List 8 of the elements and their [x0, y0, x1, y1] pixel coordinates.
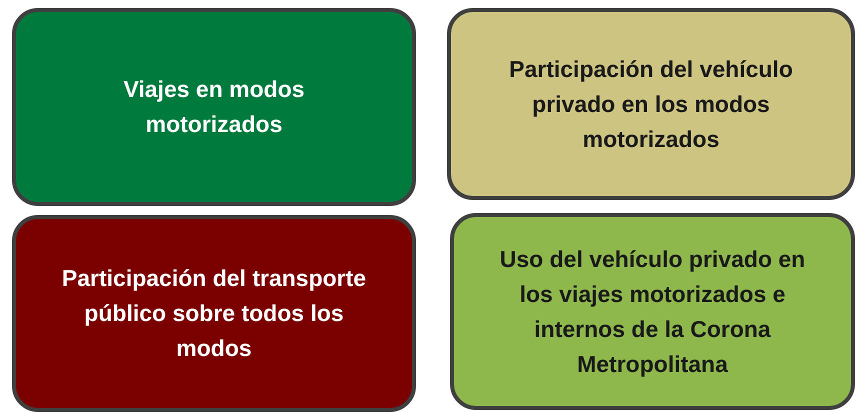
box-text: Uso del vehículo privado en los viajes motorizados e internos de la Corona Metropolitana [498, 244, 806, 379]
rounded-box [12, 215, 416, 412]
rounded-box [450, 213, 855, 410]
rounded-box [447, 8, 855, 200]
rounded-box [12, 8, 416, 206]
box-text: Participación del vehículo privado en los modos motorizados [508, 54, 794, 154]
box-text: Participación del transporte público sobre todos los modos [60, 264, 368, 363]
box-text: Viajes en modos motorizados [122, 75, 306, 139]
